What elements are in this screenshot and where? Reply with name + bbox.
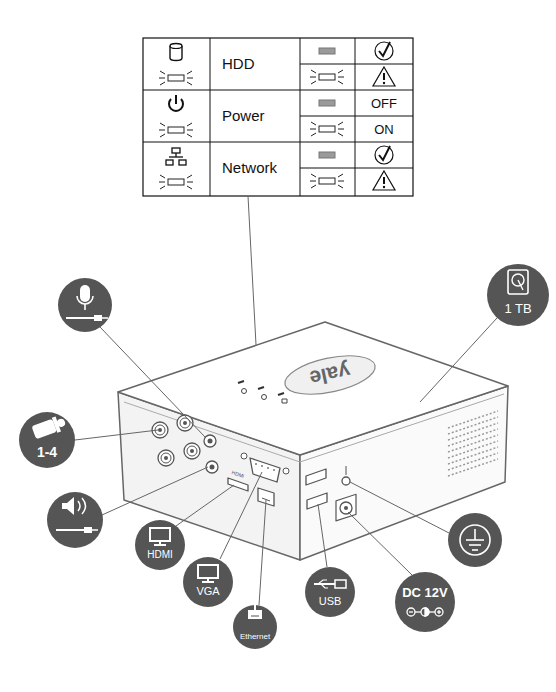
badge-circle	[183, 557, 233, 607]
ground-callout	[448, 513, 502, 567]
badge-circle	[233, 605, 277, 649]
callout-text: 1 TB	[487, 301, 549, 317]
callout-text: 1-4	[19, 444, 75, 461]
callout-badge: 1 TB	[487, 264, 549, 326]
badge-circle	[135, 520, 185, 570]
table-cell: Network	[222, 159, 277, 177]
callout-badge: DC 12V	[395, 572, 455, 632]
badge-circle	[305, 567, 355, 617]
table-cell: ON	[374, 122, 394, 138]
callout-text: Ethernet	[233, 632, 277, 642]
badge-circle	[183, 557, 233, 607]
table-cell: OFF	[371, 96, 397, 112]
ethernet-icon	[248, 604, 262, 619]
table-cell: Power	[222, 107, 265, 125]
dvr-device	[118, 322, 508, 560]
usb-icon	[314, 580, 346, 588]
speaker-callout	[47, 492, 103, 548]
callout-badge: USB	[305, 567, 355, 617]
disk-icon	[508, 270, 528, 294]
callout-badge: VGA	[183, 557, 233, 607]
led-table	[143, 38, 413, 196]
callout-text: DC 12V	[395, 585, 455, 601]
camera-icon	[31, 414, 67, 440]
badge-circle	[19, 412, 75, 468]
table-cell: HDD	[222, 55, 255, 73]
polarity-symbol	[407, 608, 443, 616]
badge-circle	[395, 572, 455, 632]
badge-circle	[487, 264, 549, 326]
port-label: HDMI	[231, 469, 245, 479]
badge-circle	[305, 567, 355, 617]
badge-circle	[19, 412, 75, 468]
leader-line	[75, 318, 497, 605]
badge-circle	[135, 520, 185, 570]
callout-badge: 1-4	[19, 412, 75, 468]
badge-circle	[395, 572, 455, 632]
callout-text: HDMI	[135, 549, 185, 561]
callout-badge: HDMI	[135, 520, 185, 570]
brand-logo: yale	[307, 359, 352, 392]
callout-badge: Ethernet	[233, 605, 277, 649]
monitor-icon	[150, 528, 218, 582]
badge-circle	[233, 605, 277, 649]
mic-callout	[58, 278, 112, 332]
callout-text: VGA	[183, 585, 233, 598]
badge-circle	[487, 264, 549, 326]
callout-text: USB	[305, 595, 355, 608]
